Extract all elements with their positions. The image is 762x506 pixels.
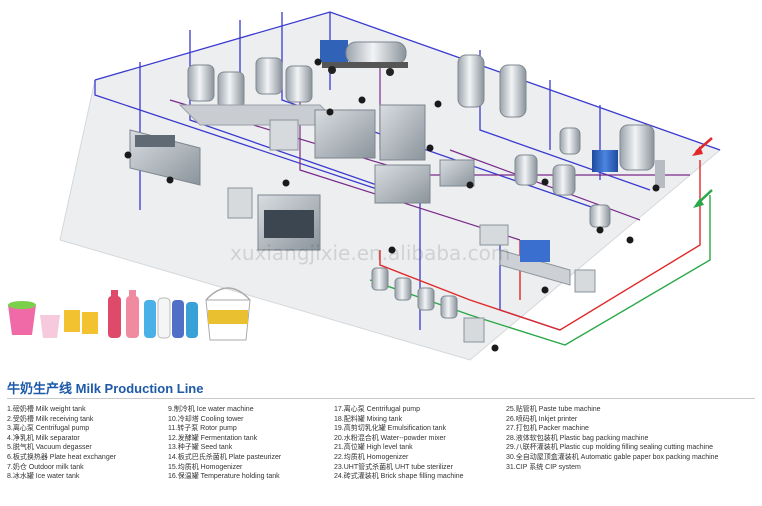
legend-item: 31.CIP 系统 CIP system (506, 463, 581, 471)
legend-item: 1.磅奶槽 Milk weight tank (7, 406, 86, 413)
arrow-green-icon (693, 189, 713, 208)
legend-item: 30.全自动屋顶盒灌装机 Automatic gable paper box p… (506, 453, 719, 461)
legend-item: 26.喷码机 Inkjet printer (506, 415, 578, 423)
legend-item: 27.打包机 Packer machine (506, 425, 589, 433)
milk-receiving-tanks (178, 57, 342, 126)
legend-item: 28.液体软包装机 Plastic bag packing machine (506, 434, 649, 442)
production-line-diagram: xuxiangjixie.en.alibaba.com (8, 11, 721, 361)
brick-filling-machine (227, 187, 321, 251)
legend-item: 24.砖式灌装机 Brick shape filling machine (334, 473, 464, 481)
watermark: xuxiangjixie.en.alibaba.com (230, 241, 510, 265)
legend-item: 14.板式巴氏杀菌机 Plate pasteurizer (168, 453, 282, 461)
legend-item: 22.均质机 Homogenizer (334, 453, 409, 461)
legend-item: 23.UHT管式杀菌机 UHT tube sterilizer (334, 463, 453, 471)
legend-item: 25.贴管机 Paste tube machine (506, 406, 601, 413)
legend-item: 3.离心泵 Centrifugal pump (7, 425, 90, 433)
legend-item: 12.发酵罐 Fermentation tank (168, 434, 258, 442)
equipment-markers (124, 58, 660, 352)
cup-filling-machine (129, 129, 201, 186)
production-line-title: 牛奶生产线 Milk Production Line (7, 378, 203, 397)
packing-conveyor (479, 224, 596, 293)
legend-item: 13.种子罐 Seed tank (168, 444, 233, 452)
processing-machines (269, 104, 475, 204)
legend-column-3: 17.离心泵 Centrifugal pump 18.配料罐 Mixing ta… (334, 405, 464, 482)
legend-item: 10.冷却塔 Cooling tower (168, 415, 244, 423)
legend-item: 8.冰水罐 Ice water tank (7, 473, 80, 481)
legend-item: 7.奶仓 Outdoor milk tank (7, 463, 84, 471)
legend-item: 19.高剪切乳化罐 Emulsification tank (334, 425, 447, 433)
legend-item: 18.配料罐 Mixing tank (334, 415, 403, 423)
legend-column-4: 25.贴管机 Paste tube machine 26.喷码机 Inkjet … (506, 405, 718, 472)
legend-item: 20.水粉混合机 Water--powder mixer (334, 434, 446, 442)
legend-item: 21.高位罐 High level tank (334, 444, 413, 452)
cip-system (592, 124, 665, 188)
title-chinese: 牛奶生产线 (7, 381, 73, 396)
legend-item: 4.净乳机 Milk separator (7, 434, 80, 442)
arrow-red-icon (692, 137, 713, 156)
legend-item: 11.转子泵 Rotor pump (168, 425, 237, 433)
outdoor-milk-tanks (457, 54, 527, 118)
dairy-products-image (8, 287, 251, 341)
title-english: Milk Production Line (75, 381, 204, 396)
legend-column-1: 1.磅奶槽 Milk weight tank 2.受奶槽 Milk receiv… (7, 405, 116, 482)
milk-tanker-truck (320, 40, 408, 76)
fermentation-tanks (371, 267, 485, 343)
legend-item: 9.制冷机 Ice water machine (168, 406, 254, 413)
legend-item: 29.八联杯灌装机 Plastic cup molding filling se… (506, 444, 713, 452)
mixing-tanks (514, 127, 611, 228)
legend-column-2: 9.制冷机 Ice water machine 10.冷却塔 Cooling t… (168, 405, 281, 482)
legend-item: 6.板式换热器 Plate heat exchanger (7, 453, 116, 461)
legend-item: 5.脱气机 Vacuum degasser (7, 444, 92, 452)
legend-item: 16.保温罐 Temperature holding tank (168, 473, 280, 481)
legend-item: 15.均质机 Homogenizer (168, 463, 243, 471)
legend-item: 2.受奶槽 Milk receiving tank (7, 415, 94, 423)
pipe-network-green (369, 195, 711, 346)
legend-item: 17.离心泵 Centrifugal pump (334, 406, 420, 413)
title-divider (7, 398, 755, 399)
